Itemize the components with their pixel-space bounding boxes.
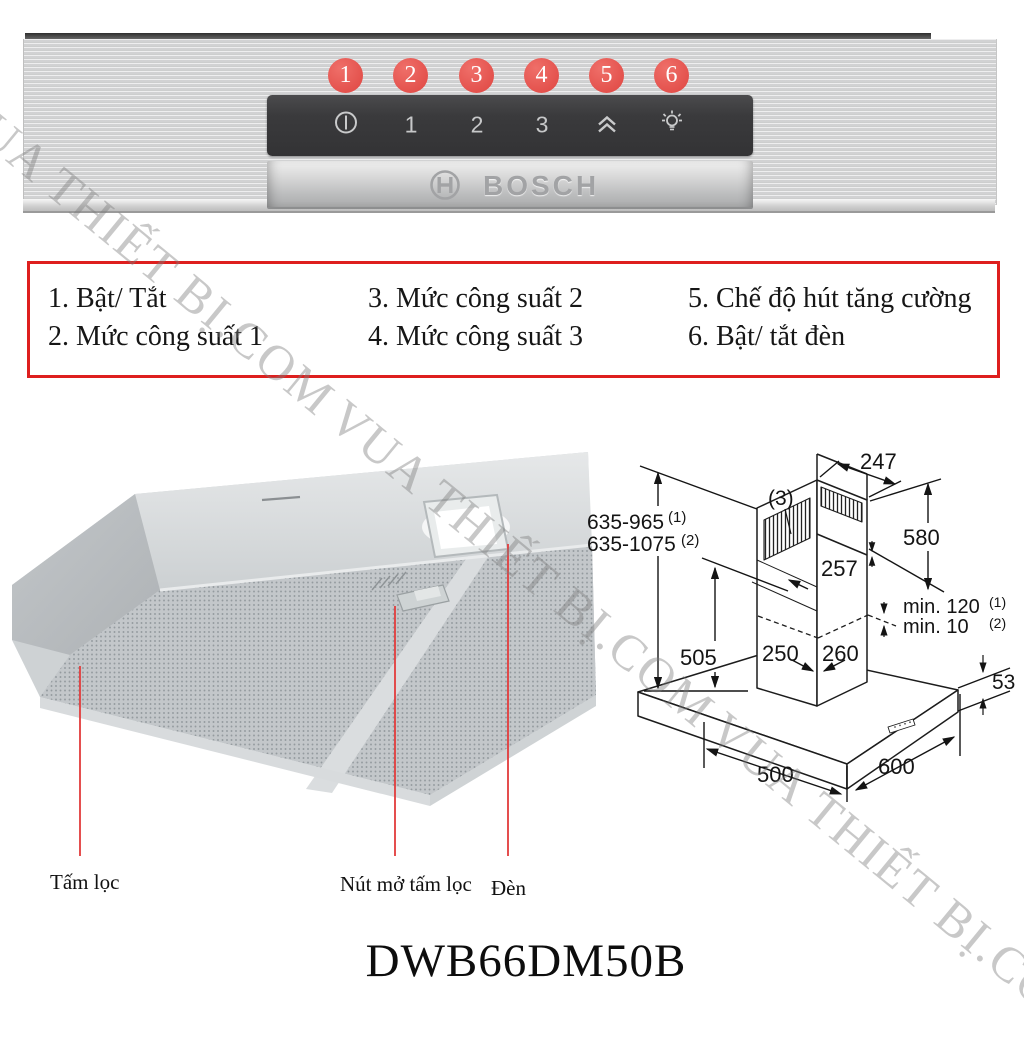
hood-left-panel — [12, 494, 160, 655]
callout-marker-5: 5 — [589, 58, 624, 93]
filter-release-button — [371, 571, 450, 612]
speed-3-button-label: 3 — [535, 111, 549, 138]
callout-marker-6: 6 — [654, 58, 689, 93]
filter-divider-strip — [306, 554, 490, 793]
hood-top-edge — [25, 33, 931, 40]
dim-total-height-1: 635-965 — [587, 511, 664, 534]
min-clearance-dashed-lines — [757, 614, 897, 639]
dim-min-clearance-2: min. 10 — [903, 616, 969, 638]
dimension-diagram: 635-965 (1) 635-1075 (2) 247 (3) 580 257… — [587, 449, 1015, 802]
dimension-lines — [639, 460, 1011, 802]
callout-marker-2: 2 — [393, 58, 428, 93]
callout-marker-1: 1 — [328, 58, 363, 93]
dim-upper-chimney-height: 580 — [903, 525, 940, 550]
legend-item-power: 1. Bật/ Tắt — [48, 283, 167, 314]
boost-chevrons-icon — [594, 110, 620, 141]
legend-item-light: 6. Bật/ tắt đèn — [688, 321, 846, 352]
bosch-wordmark: BOSCH — [483, 170, 600, 201]
light-bulb-icon — [658, 109, 686, 142]
legend-item-speed1: 2. Mức công suất 1 — [48, 321, 264, 352]
dim-top-depth: 247 — [860, 449, 897, 474]
dim-min-clearance-2-note: (2) — [989, 615, 1006, 631]
label-light: Đèn — [491, 876, 526, 900]
dim-total-height-2-note: (2) — [681, 532, 699, 549]
label-filter: Tấm lọc — [50, 870, 120, 894]
legend-box: 1. Bật/ Tắt 2. Mức công suất 1 3. Mức cô… — [27, 261, 1000, 378]
legend-item-boost: 5. Chế độ hút tăng cường — [688, 283, 972, 314]
dim-min-clearance-1-note: (1) — [989, 594, 1006, 610]
legend-item-speed3: 4. Mức công suất 3 — [368, 321, 584, 352]
callout-marker-4: 4 — [524, 58, 559, 93]
filter-front-frame — [40, 697, 430, 806]
legend-item-speed2: 3. Mức công suất 2 — [368, 283, 584, 314]
bosch-logo-strip — [267, 161, 753, 209]
hood-underside-photo — [12, 452, 596, 856]
dim-total-height-2: 635-1075 — [587, 533, 676, 556]
canopy-buttons-dots — [894, 721, 911, 728]
filter-right-frame — [430, 695, 596, 806]
model-number-title: DWB66DM50B — [365, 935, 687, 987]
dim-total-height-1-note: (1) — [668, 509, 686, 526]
bosch-symbol-icon — [428, 168, 462, 207]
callout-marker-3: 3 — [459, 58, 494, 93]
dim-lower-height: 505 — [680, 645, 717, 670]
dim-chimney-depth: 257 — [821, 556, 858, 581]
dim-min-clearance-1: min. 120 — [903, 596, 980, 618]
dim-canopy-width: 600 — [878, 754, 915, 779]
dim-canopy-thickness: 53 — [992, 671, 1015, 694]
speed-2-button-label: 2 — [470, 111, 484, 138]
dim-chimney-width: 250 — [762, 641, 799, 666]
vent-callout: (3) — [768, 487, 794, 510]
dim-canopy-depth: 500 — [757, 762, 794, 787]
label-filter-button: Nút mở tấm lọc — [340, 872, 472, 896]
dim-chimney-width-2: 260 — [822, 641, 859, 666]
hood-front-photo: 1 2 3 BOSCH — [23, 33, 997, 213]
power-icon — [333, 110, 359, 141]
speed-1-button-label: 1 — [404, 111, 418, 138]
